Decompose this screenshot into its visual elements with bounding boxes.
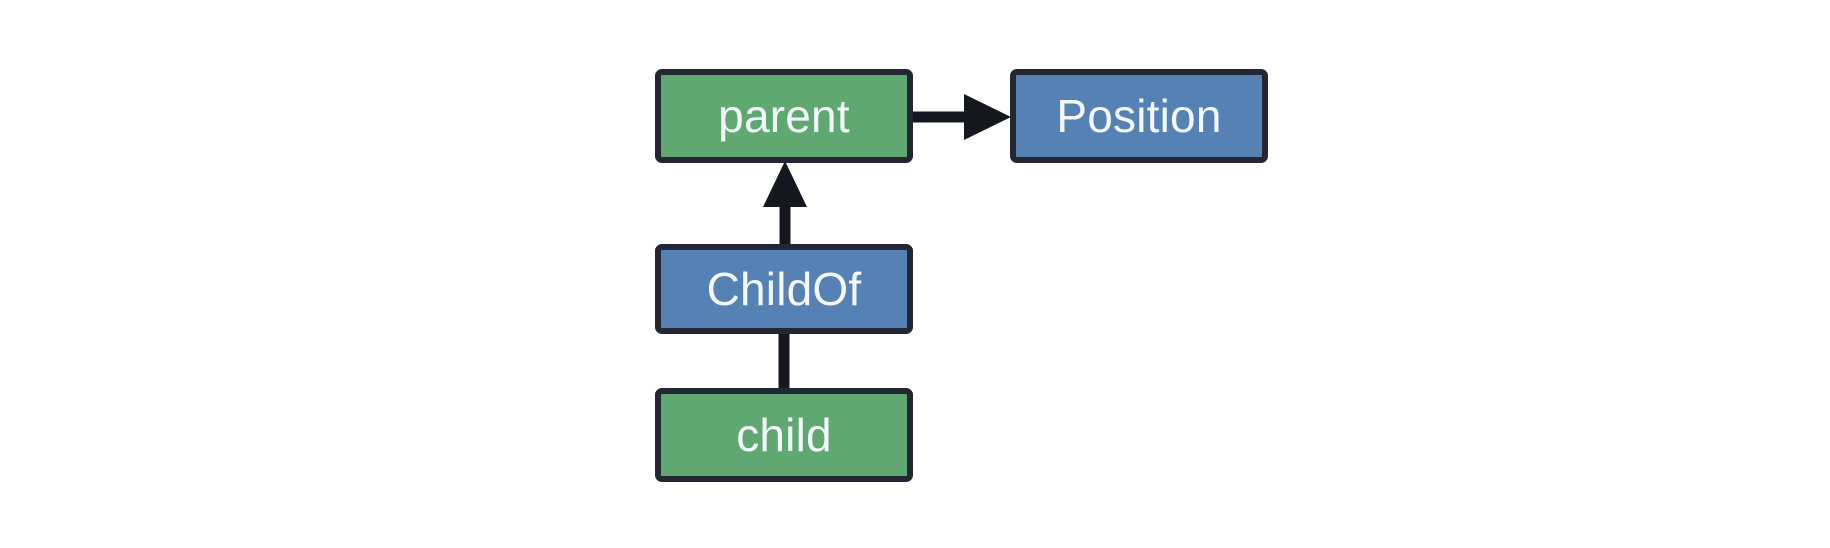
node-childof[interactable]: ChildOf <box>655 244 913 334</box>
node-parent-label: parent <box>718 90 850 142</box>
node-position[interactable]: Position <box>1010 69 1268 163</box>
edge-parent-to-position <box>913 94 1011 140</box>
node-position-label: Position <box>1056 90 1222 142</box>
node-childof-label: ChildOf <box>706 263 862 315</box>
edge-childof-to-parent <box>763 161 807 244</box>
node-child[interactable]: child <box>655 388 913 482</box>
node-parent[interactable]: parent <box>655 69 913 163</box>
node-child-label: child <box>736 409 832 461</box>
